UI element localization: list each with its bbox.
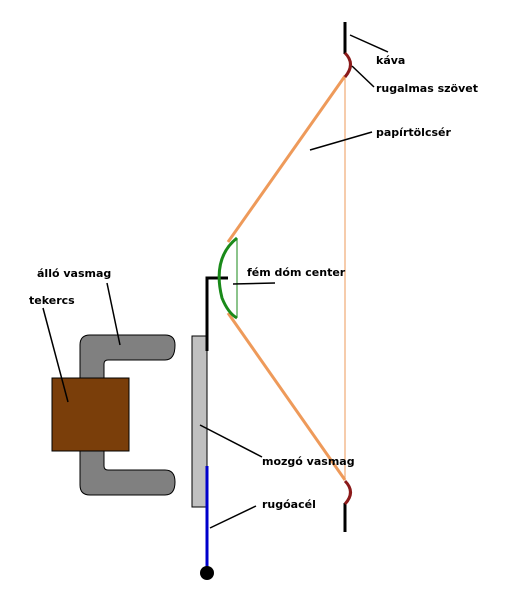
leader-rugalmas-szovet [351,65,375,88]
leader-fem-dom-center [232,282,276,285]
fixed-iron-core [79,334,176,496]
label-fem-dom-center: fém dóm center [247,266,346,279]
label-mozgo-vasmag: mozgó vasmag [262,455,355,468]
metal-dome [217,236,238,320]
label-kava: káva [376,54,405,67]
leader-tekercs [42,307,69,403]
paper-cone-lower [226,312,347,481]
paper-cone-upper [226,75,347,243]
elastic-surround-bottom [343,479,352,506]
leader-rugoacel [209,505,257,529]
label-papirtolcser: papírtölcsér [376,126,451,139]
spring-steel-end-ball [200,566,214,580]
elastic-surround-top [343,51,352,78]
label-rugoacel: rugóacél [262,498,316,511]
connecting-rod [205,276,228,351]
coil [51,377,130,452]
leader-papirtolcser [309,131,373,151]
label-allo-vasmag: álló vasmag [37,267,111,280]
label-rugalmas-szovet: rugalmas szövet [376,82,478,95]
label-tekercs: tekercs [29,294,75,307]
leader-mozgo-vasmag [199,424,263,458]
moving-iron-core [191,335,208,508]
leader-allo-vasmag [106,282,121,346]
leader-kava [349,34,389,53]
